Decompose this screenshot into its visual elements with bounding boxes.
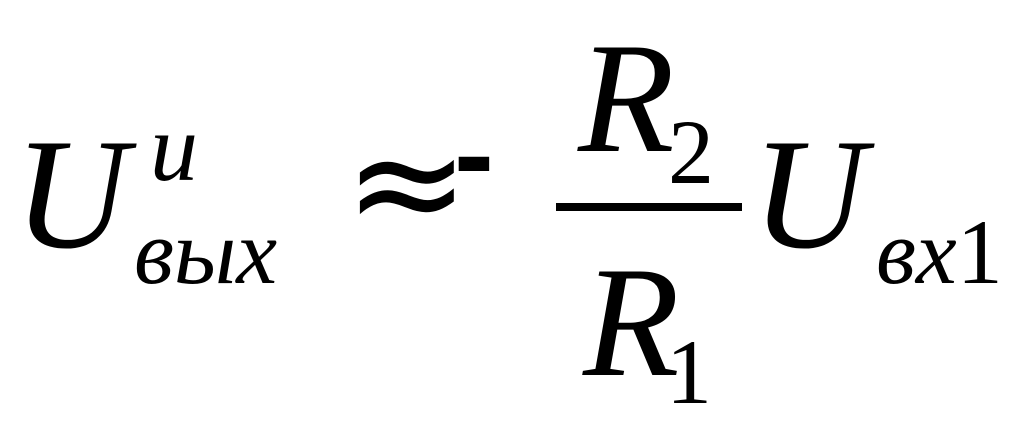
input-voltage-subscript-number: 1 [956, 201, 1003, 303]
numerator-resistor-subscript: 2 [668, 101, 714, 203]
numerator-resistor-symbol: R [578, 11, 675, 186]
input-voltage-symbol: U [752, 107, 867, 282]
input-voltage-subscript: вх1 [876, 206, 1003, 298]
input-voltage-subscript-letters: вх [876, 201, 957, 303]
denominator-resistor-symbol: R [583, 235, 680, 410]
output-voltage-subscript: вых [134, 201, 278, 303]
minus-sign: - [454, 87, 494, 221]
output-voltage-superscript: u [150, 94, 198, 201]
fraction-bar [556, 203, 742, 211]
approximately-equal-sign: ≈ [344, 96, 470, 270]
output-voltage-symbol: U [14, 107, 129, 282]
denominator-resistor-subscript: 1 [666, 321, 712, 423]
